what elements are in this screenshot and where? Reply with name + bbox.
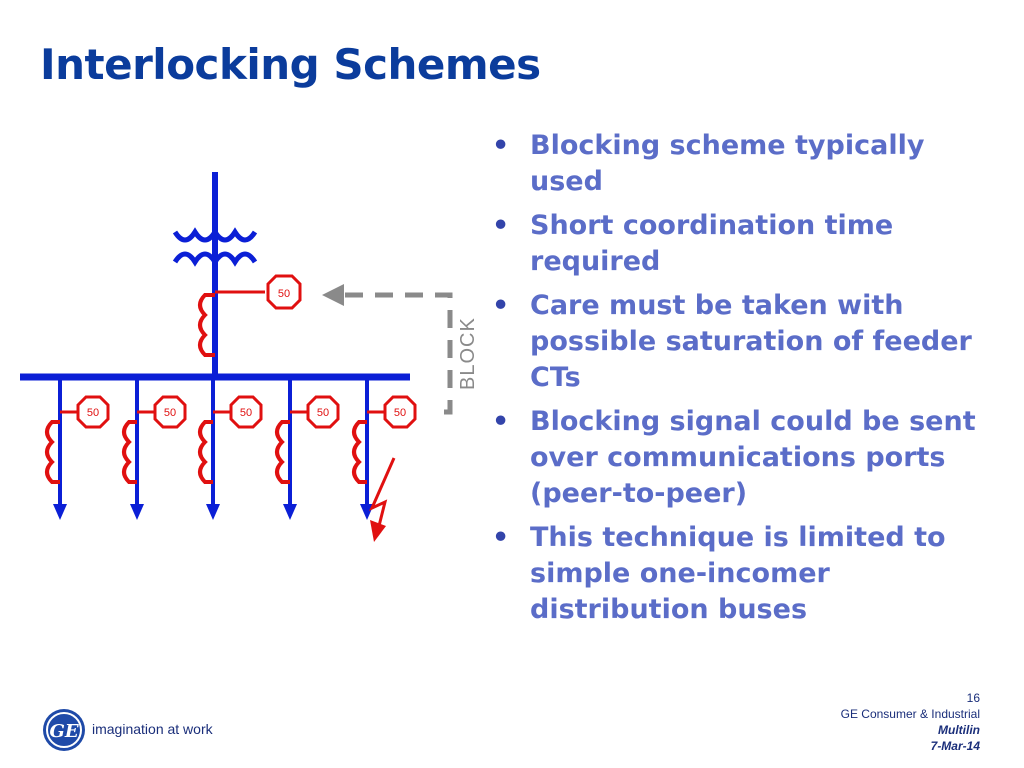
relay-octagon: [153, 395, 187, 429]
ct-coil: [45, 420, 60, 484]
relay-label: 50: [317, 407, 329, 419]
relay-label: 50: [394, 407, 406, 419]
relay-label: 50: [87, 407, 99, 419]
ct-coil: [122, 420, 137, 484]
feeder-relay: 50: [229, 395, 263, 429]
logo-tagline: imagination at work: [92, 721, 213, 737]
slide-title: Interlocking Schemes: [40, 40, 541, 89]
ge-logo-icon: GE: [43, 709, 85, 751]
bullet-dot: •: [492, 290, 510, 321]
relay-label: 50: [240, 407, 252, 419]
incomer-relay: 50: [266, 274, 302, 310]
feeder-arrow: [130, 504, 144, 520]
bullet-dot: •: [492, 406, 510, 437]
feeder-relay: 50: [306, 395, 340, 429]
svg-text:50: 50: [278, 288, 290, 300]
bullet-dot: •: [492, 130, 510, 161]
svg-text:GE: GE: [49, 721, 78, 742]
footer-date: 7-Mar-14: [930, 739, 980, 753]
ct-coil: [275, 420, 290, 484]
feeder: 50: [198, 377, 263, 520]
bullet-dot: •: [492, 210, 510, 241]
fault-lightning: [369, 457, 396, 542]
bullet-item: •Blocking signal could be sent over comm…: [492, 406, 976, 509]
incomer-ct-coil: [198, 293, 215, 357]
ct-coil: [352, 420, 367, 484]
feeder-relay: 50: [383, 395, 417, 429]
page-number: 16: [966, 691, 980, 705]
feeder-arrow: [53, 504, 67, 520]
footer-company: GE Consumer & Industrial: [840, 707, 980, 721]
interlocking-diagram: 50 BLOCK 50 50 50 50 50: [20, 172, 479, 542]
bullet-item: •Blocking scheme typically used: [492, 130, 925, 197]
feeder-relay: 50: [153, 395, 187, 429]
feeder-arrow: [206, 504, 220, 520]
relay-octagon: [76, 395, 110, 429]
feeders: 50 50 50 50 50: [45, 377, 417, 520]
feeder-relay: 50: [76, 395, 110, 429]
block-arrow-head: [322, 284, 344, 306]
footer-info: 16 GE Consumer & Industrial Multilin 7-M…: [841, 690, 980, 754]
feeder-arrow: [283, 504, 297, 520]
transformer-symbol: [172, 227, 258, 267]
bullet-item: •Care must be taken with possible satura…: [492, 290, 972, 393]
footer-division: Multilin: [938, 723, 980, 737]
relay-label: 50: [164, 407, 176, 419]
relay-octagon: [306, 395, 340, 429]
ct-coil: [198, 420, 213, 484]
block-signal-path: [345, 292, 453, 415]
feeder: 50: [352, 377, 417, 520]
relay-octagon: [383, 395, 417, 429]
feeder: 50: [45, 377, 110, 520]
bullet-item: •Short coordination time required: [492, 210, 894, 277]
feeder: 50: [275, 377, 340, 520]
bullet-list: •Blocking scheme typically used •Short c…: [490, 128, 990, 636]
bullet-item: •This technique is limited to simple one…: [492, 522, 946, 625]
feeder: 50: [122, 377, 187, 520]
bullet-dot: •: [492, 522, 510, 553]
relay-octagon: [229, 395, 263, 429]
block-label: BLOCK: [457, 317, 479, 390]
